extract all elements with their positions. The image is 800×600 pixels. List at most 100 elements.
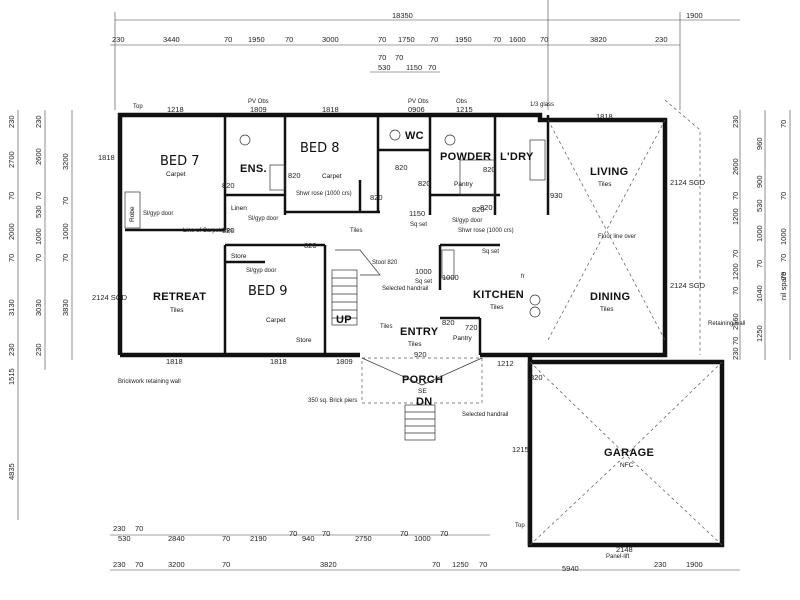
dim-label: 70 bbox=[731, 287, 740, 295]
dim-label: 1000 bbox=[34, 228, 43, 245]
note-handrail: Selected handrail bbox=[462, 412, 508, 418]
window-dim: 0906 bbox=[408, 105, 425, 114]
room-robe: Robe bbox=[129, 206, 136, 222]
room-bed7-floor: Carpet bbox=[166, 171, 186, 178]
note-obs: Obs bbox=[456, 99, 467, 105]
dim-label: 230 bbox=[113, 524, 126, 533]
top-window-dims: Top 1218 PV Obs 1809 1818 PV Obs 0906 Ob… bbox=[133, 99, 613, 121]
room-living: LIVING bbox=[590, 166, 628, 178]
dim-label: 3830 bbox=[61, 299, 70, 316]
room-retreat-floor: Tiles bbox=[170, 307, 184, 314]
room-wc: WC bbox=[405, 130, 424, 142]
window-dim: 1212 bbox=[497, 359, 514, 368]
room-pantry: Pantry bbox=[454, 181, 474, 188]
window-dim: 1818 bbox=[322, 105, 339, 114]
door-dim: 820 bbox=[304, 241, 317, 250]
note-retaining: Retaining wall bbox=[708, 321, 745, 327]
dim-label: 70 bbox=[430, 35, 438, 44]
room-porch: PORCH bbox=[402, 374, 443, 386]
window-dim: 1809 bbox=[250, 105, 267, 114]
sgd-label: 2124 SGD bbox=[670, 178, 706, 187]
room-porch-floor: SE bbox=[418, 388, 427, 395]
dim-label: 2000 bbox=[7, 223, 16, 240]
room-garage-floor: NFC bbox=[620, 462, 634, 469]
porch bbox=[361, 357, 483, 441]
dim-label: 230 bbox=[7, 115, 16, 128]
dim-label: 3030 bbox=[34, 299, 43, 316]
room-kitchen: KITCHEN bbox=[473, 289, 524, 301]
door-dim: 1215 bbox=[512, 445, 529, 454]
door-dim: 1150 bbox=[409, 209, 425, 218]
door-dim: 1000 bbox=[442, 273, 459, 282]
room-bed8: BED 8 bbox=[300, 141, 340, 156]
room-dining: DINING bbox=[590, 291, 630, 303]
door-dim: 820 bbox=[370, 193, 383, 202]
room-ldry: L'DRY bbox=[500, 151, 534, 163]
dim-label: 2700 bbox=[7, 151, 16, 168]
note-top: Top bbox=[515, 523, 525, 529]
dim-label: 530 bbox=[378, 63, 391, 72]
dim-label: 3200 bbox=[168, 560, 185, 569]
dim-label: 70 bbox=[289, 529, 297, 538]
door-dim: 820 bbox=[530, 373, 543, 382]
dim-label: 1200 bbox=[731, 263, 740, 280]
dim-label: 230 bbox=[34, 343, 43, 356]
dim-label: 530 bbox=[755, 199, 764, 212]
plan-notes: Tiles Tiles Shwr rose (1000 crs) Shwr ro… bbox=[118, 178, 745, 560]
left-dimensions: 230 2700 70 2000 70 3130 230 1515 4835 2… bbox=[7, 110, 128, 520]
dim-label: 960 bbox=[755, 137, 764, 150]
dim-label: 70 bbox=[222, 560, 230, 569]
dim-label: 3000 bbox=[322, 35, 339, 44]
room-bed7: BED 7 bbox=[160, 154, 200, 169]
stair-dn: DN bbox=[416, 396, 433, 408]
dim-label: 3820 bbox=[590, 35, 607, 44]
dim-label: 70 bbox=[135, 560, 143, 569]
dim-label: 1950 bbox=[455, 35, 472, 44]
window-dim: 1809 bbox=[336, 357, 353, 366]
dim-label: 70 bbox=[540, 35, 548, 44]
dim-label: 1150 bbox=[406, 63, 422, 72]
room-store1: Store bbox=[231, 253, 247, 260]
dim-label: 70 bbox=[755, 260, 764, 268]
stair-up: UP bbox=[336, 314, 352, 326]
dim-label: 70 bbox=[779, 120, 788, 128]
room-linen: Linen bbox=[231, 205, 247, 212]
dim-label: 1040 bbox=[755, 285, 764, 302]
note-door: Sl/gyp door bbox=[248, 216, 278, 222]
dim-label: 2600 bbox=[34, 148, 43, 165]
dim-label: 70 bbox=[378, 53, 386, 62]
dim-label: 70 bbox=[432, 560, 440, 569]
dim-label: 70 bbox=[479, 560, 487, 569]
door-dim: 820 bbox=[418, 179, 431, 188]
note-pv-obs: PV Obs bbox=[248, 99, 269, 105]
door-dim: 820 bbox=[480, 203, 493, 212]
note-tiles: Tiles bbox=[380, 324, 392, 330]
dim-label: 70 bbox=[285, 35, 293, 44]
dim-label: 3200 bbox=[61, 153, 70, 170]
dim-label: 1900 bbox=[686, 560, 703, 569]
dim-label: 3820 bbox=[320, 560, 337, 569]
dim-label: 530 bbox=[118, 534, 131, 543]
sgd-label: 2124 SGD bbox=[92, 293, 128, 302]
room-dining-floor: Tiles bbox=[600, 306, 614, 313]
note-floor-line: Floor line over bbox=[598, 234, 636, 240]
note-retaining: Brickwork retaining wall bbox=[118, 379, 181, 385]
dim-label: 70 bbox=[224, 35, 232, 44]
note-handrail: Selected handrail bbox=[382, 286, 428, 292]
dim-label: 1000 bbox=[414, 534, 431, 543]
dim-label: 70 bbox=[731, 250, 740, 258]
room-entry-floor: Tiles bbox=[408, 341, 422, 348]
dim-label: 70 bbox=[731, 192, 740, 200]
door-dim: 820 bbox=[472, 205, 485, 214]
dim-label: 1750 bbox=[398, 35, 415, 44]
window-dim: 1215 bbox=[456, 105, 473, 114]
dim-label: 3440 bbox=[163, 35, 180, 44]
dim-label: 230 bbox=[7, 343, 16, 356]
note-sq-set: Sq set bbox=[415, 279, 432, 285]
garage-door-dim: 2148 bbox=[616, 545, 633, 554]
dim-label: 70 bbox=[61, 197, 70, 205]
dim-label: 230 bbox=[112, 35, 125, 44]
dim-label: 2190 bbox=[250, 534, 267, 543]
room-labels: BED 7 Carpet ENS. BED 8 Carpet WC POWDER… bbox=[129, 130, 654, 469]
dim-label: 70 bbox=[779, 254, 788, 262]
